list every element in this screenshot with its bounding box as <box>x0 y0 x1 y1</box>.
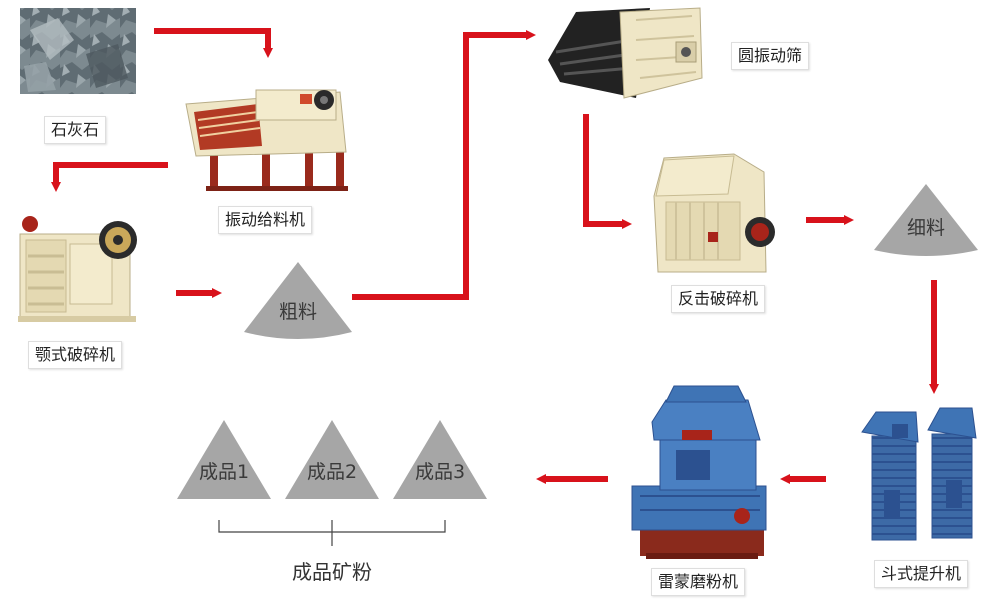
arrow-limestone-to-feeder <box>154 28 273 58</box>
pile-coarse: 粗料 <box>244 262 352 339</box>
bucket-elevator-icon <box>861 407 977 541</box>
raymond-mill-icon <box>631 385 767 559</box>
limestone-photo-icon <box>20 8 136 94</box>
impact-crusher-icon <box>653 153 775 273</box>
pile-product1: 成品1 <box>177 420 271 499</box>
pile-product2-label: 成品2 <box>307 461 357 483</box>
label-circular-screen: 圆振动筛 <box>731 42 810 70</box>
arrow-screen-to-impact <box>583 114 632 229</box>
pile-product2: 成品2 <box>285 420 379 499</box>
pile-product1-label: 成品1 <box>199 461 249 483</box>
pile-fine-label: 细料 <box>907 217 945 239</box>
group-label-product-powder: 成品矿粉 <box>292 560 372 584</box>
pile-coarse-label: 粗料 <box>279 301 317 323</box>
label-vibrating-feeder: 振动给料机 <box>218 206 313 234</box>
pile-product3-label: 成品3 <box>415 461 465 483</box>
arrow-coarse-to-screen <box>352 30 536 300</box>
label-impact-crusher: 反击破碎机 <box>671 285 766 313</box>
label-jaw-crusher: 颚式破碎机 <box>28 341 123 369</box>
pile-fine: 细料 <box>874 184 978 256</box>
arrows <box>51 28 939 484</box>
product-bracket <box>218 520 446 546</box>
label-limestone: 石灰石 <box>44 116 107 144</box>
label-raymond-mill: 雷蒙磨粉机 <box>651 568 746 596</box>
jaw-crusher-icon <box>18 216 137 322</box>
circular-screen-icon <box>548 7 703 99</box>
pile-product3: 成品3 <box>393 420 487 499</box>
vibrating-feeder-icon <box>185 89 348 191</box>
arrow-feeder-to-jaw <box>51 162 168 192</box>
label-bucket-elevator: 斗式提升机 <box>874 560 969 588</box>
